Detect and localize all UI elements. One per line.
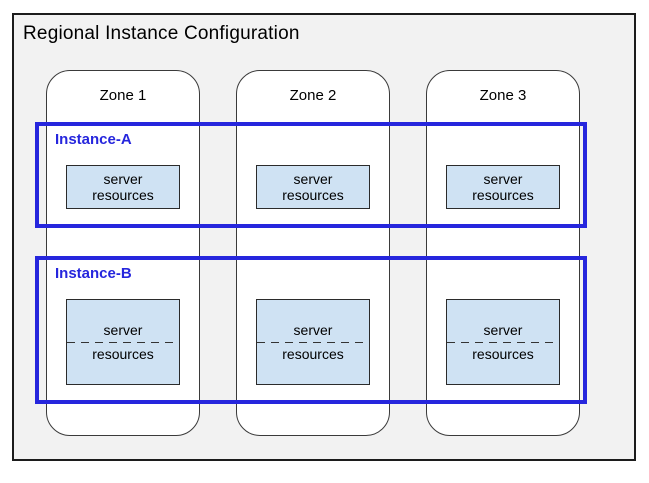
instance-b-label: Instance-B [55, 265, 132, 282]
server-resources-line1: server [103, 171, 143, 187]
server-resources-box-b3: server resources [446, 299, 560, 385]
server-resources-line1: server [293, 322, 333, 338]
server-resources-line1: server [483, 322, 523, 338]
server-resources-line2: resources [282, 346, 344, 362]
server-resources-box-b2: server resources [256, 299, 370, 385]
server-resources-line1: server [293, 171, 333, 187]
dashed-split-divider [447, 342, 559, 343]
server-resources-line1: server [483, 171, 523, 187]
instance-a-label: Instance-A [55, 131, 132, 148]
zone-3-label: Zone 3 [479, 87, 527, 104]
server-resources-box-a3: server resources [446, 165, 560, 209]
zone-1-label: Zone 1 [99, 87, 147, 104]
instance-a-box: Instance-A [35, 122, 587, 228]
server-resources-box-b1: server resources [66, 299, 180, 385]
dashed-split-divider [67, 342, 179, 343]
server-resources-line2: resources [472, 346, 534, 362]
server-resources-line2: resources [472, 187, 534, 203]
server-resources-line2: resources [282, 187, 344, 203]
dashed-split-divider [257, 342, 369, 343]
server-resources-box-a1: server resources [66, 165, 180, 209]
diagram-title: Regional Instance Configuration [23, 23, 300, 44]
zone-2-label: Zone 2 [289, 87, 337, 104]
server-resources-line2: resources [92, 187, 154, 203]
server-resources-line1: server [103, 322, 143, 338]
instance-b-box: Instance-B [35, 256, 587, 404]
server-resources-line2: resources [92, 346, 154, 362]
region-container: Regional Instance Configuration Zone 1 Z… [12, 13, 636, 461]
server-resources-box-a2: server resources [256, 165, 370, 209]
